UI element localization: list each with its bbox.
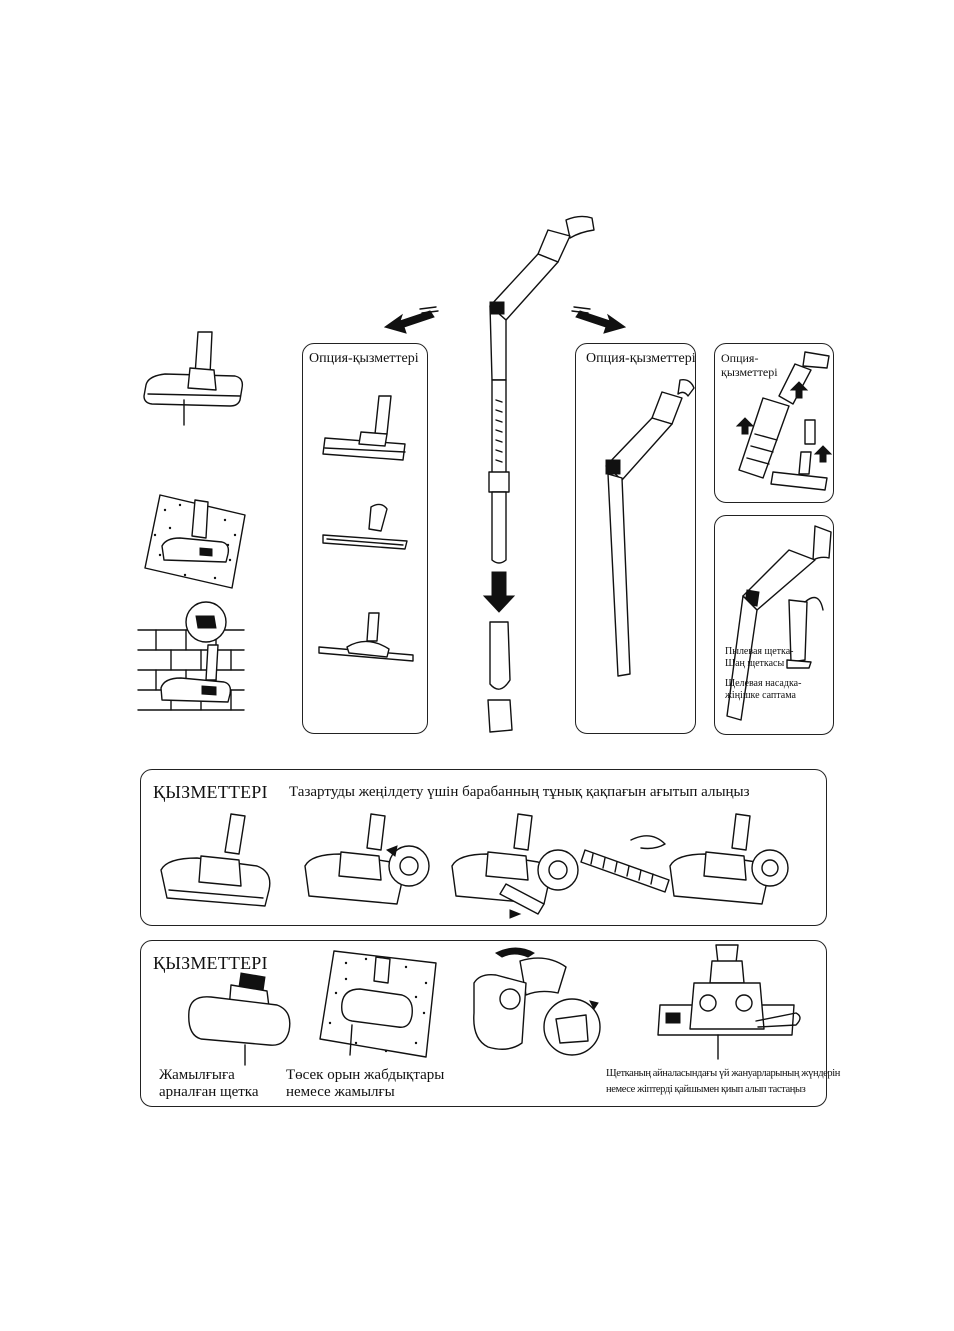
turbo-brush-instruction: Тазартуды жеңілдету үшін барабанның тұны… [289, 784, 750, 800]
turbo-brush-roller-illustration [580, 835, 670, 893]
tube-illustration [605, 378, 695, 677]
carpet-nozzle-illustration [144, 494, 246, 589]
optional-nozzles-panel-title: Опция-қызметтері [309, 351, 419, 366]
crevice-caption-line2: Шаң щеткасы [725, 658, 785, 669]
upholstery-brush-caption-line1: Жамылғыға [159, 1067, 235, 1083]
floor-nozzle-illustration [143, 331, 244, 426]
bedding-caption-line2: немесе жамылғы [286, 1084, 395, 1100]
brush-disassembly-illustration [473, 947, 601, 1056]
bedding-cleaning-illustration [319, 950, 437, 1058]
optional-nozzles-panel: Опция-қызметтері [302, 343, 428, 734]
optional-accessories-panel: Опция- қызметтері [714, 343, 834, 503]
crevice-caption-line3: Щелевая насадка- [725, 678, 802, 689]
cleaning-caption-line1: Щетканың айналасындағы үй жануарларының … [606, 1068, 840, 1079]
optional-tube-panel-title: Опция-қызметтері [586, 351, 696, 366]
crevice-tool-panel: Пылевая щетка- Шаң щеткасы Щелевая насад… [714, 515, 834, 735]
brush-hair-cutting-illustration [657, 944, 801, 1060]
turbo-brush-step1-illustration [160, 813, 271, 907]
upholstery-brush-illustration [188, 972, 291, 1066]
turbo-brush-cleaning-panel: ҚЫЗМЕТТЕРІ Тазартуды жеңілдету үшін бара… [140, 769, 827, 926]
arrow-down-left-icon [383, 306, 439, 334]
crevice-caption-line4: жіңішке саптама [725, 690, 796, 701]
optional-accessories-title-line2: қызметтері [721, 365, 778, 379]
arrow-down-right-icon [571, 306, 627, 334]
upholstery-brush-caption-line2: арналған щетка [159, 1084, 259, 1100]
turbo-brush-step3-illustration [451, 813, 579, 919]
optional-accessories-title-line1: Опция- [721, 351, 759, 365]
turbo-brush-heading: ҚЫЗМЕТТЕРІ [153, 782, 268, 802]
crevice-caption-line1: Пылевая щетка- [725, 646, 794, 657]
telescopic-tube-illustration [482, 215, 595, 733]
accessory-attach-illustration [735, 351, 833, 491]
crevice-tool-illustration [726, 525, 832, 721]
hard-floor-nozzle-illustration [322, 503, 408, 550]
parquet-nozzle-illustration [322, 395, 406, 461]
bedding-brush-panel: ҚЫЗМЕТТЕРІ Жамылғыға арналған щетка Төсе… [140, 940, 840, 1107]
bedding-caption-line1: Төсек орын жабдықтары [286, 1067, 445, 1083]
wide-nozzle-illustration [318, 612, 414, 662]
turbo-brush-step2-illustration [304, 813, 430, 905]
wall-nozzle-illustration [137, 601, 245, 711]
cleaning-caption-line2: немесе жіптерді қайшымен қиып алып таста… [606, 1084, 806, 1095]
bedding-brush-heading: ҚЫЗМЕТТЕРІ [153, 953, 268, 973]
optional-tube-panel: Опция-қызметтері [575, 343, 696, 734]
turbo-brush-step5-illustration [669, 813, 789, 905]
